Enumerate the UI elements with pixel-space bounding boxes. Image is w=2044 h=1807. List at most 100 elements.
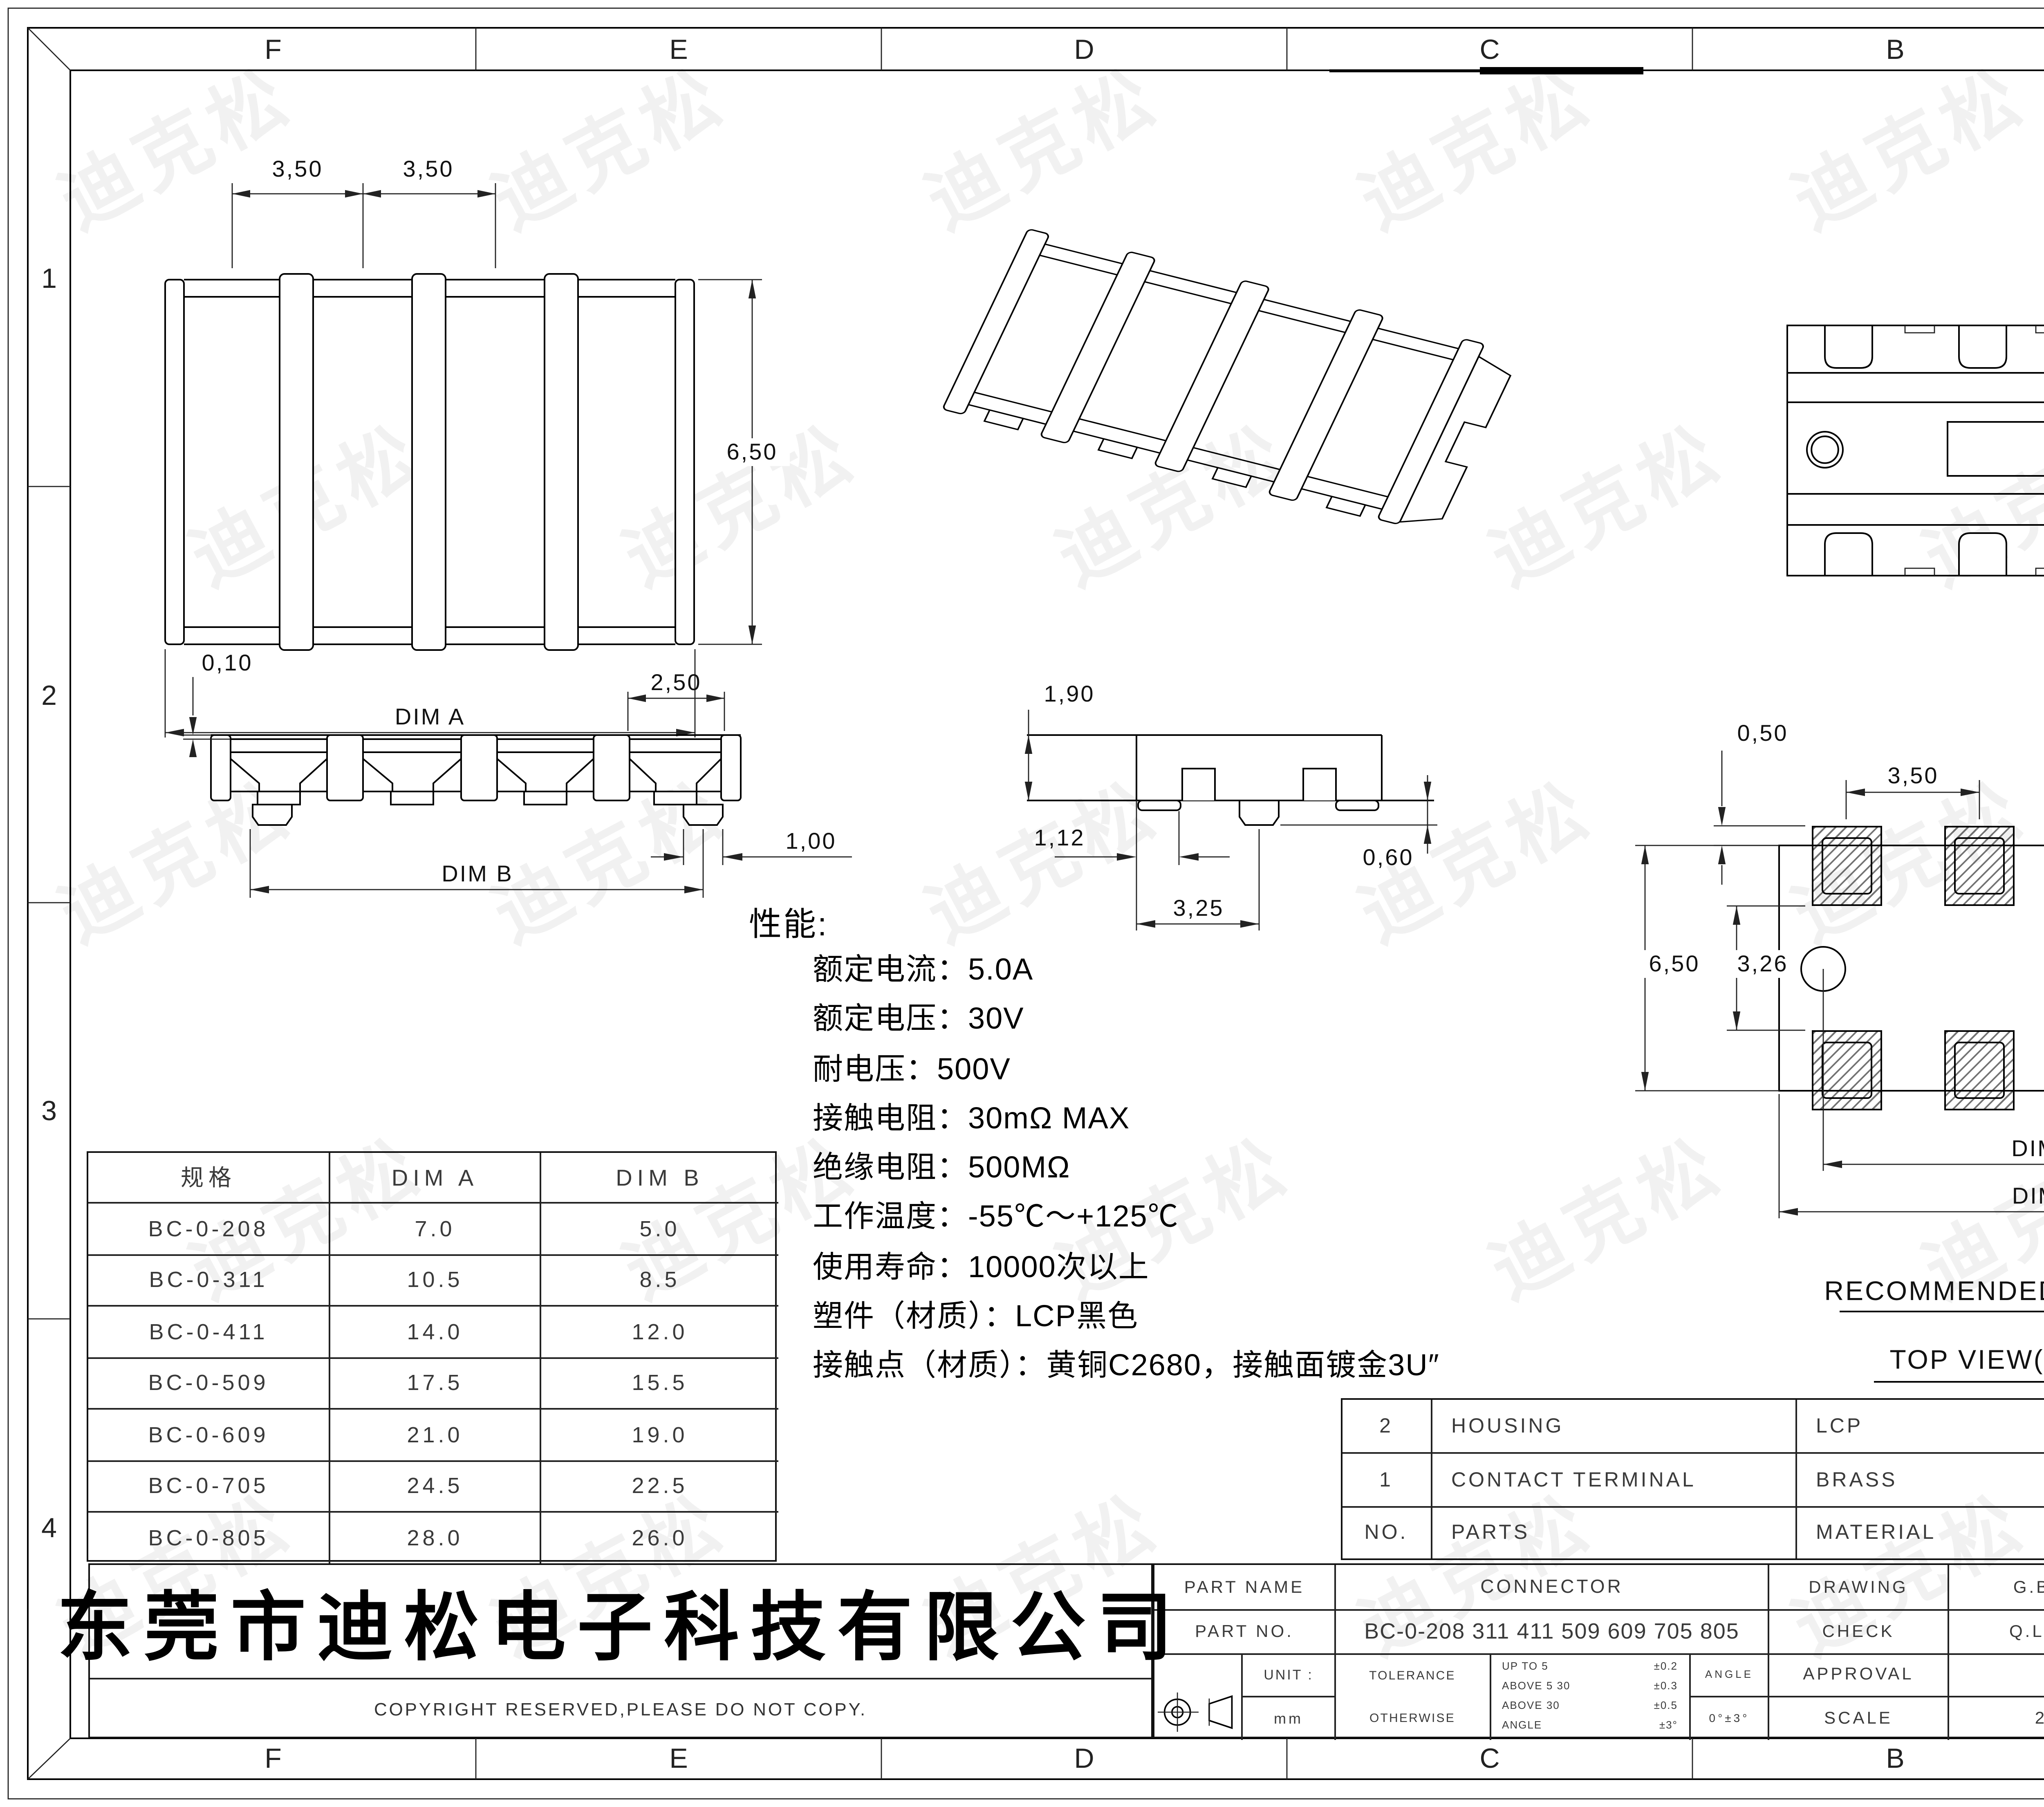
- company-name: 东莞市迪松电子科技有限公司: [57, 1584, 1184, 1669]
- zone-col-label: C: [1479, 1743, 1499, 1774]
- company-block: 东莞市迪松电子科技有限公司 COPYRIGHT RESERVED,PLEASE …: [57, 1563, 1184, 1738]
- table-cell: 24.5: [330, 1460, 541, 1511]
- zone-col-label: E: [669, 1743, 688, 1774]
- table-cell: HOUSING: [1432, 1400, 1796, 1453]
- title-block-label: CHECK: [1768, 1609, 1948, 1652]
- table-cell: 5.0: [541, 1202, 778, 1253]
- dim-label: 3,50: [1888, 762, 1939, 788]
- zone-col-label: B: [1886, 1743, 1904, 1774]
- spec-item: 耐电压：500V: [813, 1051, 1011, 1085]
- tol-value: ±0.2: [1654, 1661, 1678, 1673]
- title-block-label: PART NAME: [1184, 1577, 1305, 1597]
- approval-value: [1948, 1652, 2044, 1696]
- zone-col-label: F: [264, 34, 282, 65]
- tol-range: UP TO 5: [1502, 1661, 1549, 1673]
- table-cell: 17.5: [330, 1356, 541, 1408]
- unit-value: mm: [1241, 1696, 1334, 1740]
- spec-item: 接触电阻：30mΩ MAX: [813, 1100, 1130, 1135]
- dim-label: 6,50: [727, 439, 778, 464]
- copyright-notice: COPYRIGHT RESERVED,PLEASE DO NOT COPY.: [90, 1678, 1151, 1742]
- tol-range: ABOVE 5 30: [1502, 1681, 1571, 1693]
- table-cell: 28.0: [330, 1511, 541, 1563]
- unit-label: UNIT :: [1241, 1652, 1334, 1696]
- dim-label: 0,60: [1363, 844, 1414, 870]
- dim-label: 3,50: [403, 156, 454, 182]
- pcb-layout-view: 0,50 3,50 1,90 2,12 6,50 3,26 Ø: [1635, 720, 2044, 1383]
- table-cell: 7.0: [330, 1202, 541, 1253]
- size-table: 规格 DIM A DIM B BC-0-208 7.0 5.0 BC-0-311…: [87, 1151, 778, 1563]
- drawing-author: G.B.Wu: [1948, 1565, 2044, 1609]
- table-cell: BC-0-411: [88, 1305, 330, 1356]
- tolerance-values-cell: UP TO 5±0.2 ABOVE 5 30±0.3 ABOVE 30±0.5 …: [1489, 1652, 1689, 1740]
- table-cell: BC-0-705: [88, 1460, 330, 1511]
- zone-col-label: B: [1886, 34, 1904, 65]
- table-cell: BC-0-805: [88, 1511, 330, 1563]
- zone-row-label: 3: [41, 1095, 57, 1126]
- dim-label: 3,50: [272, 156, 323, 182]
- table-cell: LCP: [1796, 1400, 2044, 1453]
- tol-value: ±3°: [1659, 1721, 1678, 1733]
- zone-col-label: D: [1074, 34, 1094, 65]
- zone-col-label: C: [1479, 34, 1499, 65]
- table-cell: 22.5: [541, 1460, 778, 1511]
- tolerance-row: ABOVE 30 ±0.5: [1502, 1701, 1678, 1713]
- table-cell: 2: [1342, 1400, 1432, 1453]
- spec-item: 额定电流：5.0A: [813, 952, 1034, 986]
- angle-label: ANGLE: [1689, 1652, 1768, 1696]
- table-cell: BC-0-509: [88, 1356, 330, 1408]
- front-view: 3,50 3,50 6,50 DIM A: [164, 156, 790, 738]
- table-cell: BC-0-208: [88, 1202, 330, 1253]
- dim-label: DIM A: [395, 704, 465, 729]
- tolerance-row: UP TO 5 ±0.2: [1502, 1661, 1678, 1673]
- otherwise-label: OTHERWISE: [1369, 1711, 1455, 1726]
- dim-label: 6,50: [1649, 951, 1700, 976]
- dim-label: 1,12: [1034, 825, 1085, 850]
- pcb-layout-title: RECOMMENDED PCB LAYOUT: [1824, 1276, 2044, 1306]
- title-block-label: SCALE: [1768, 1696, 1948, 1740]
- tolerance-row: ABOVE 5 30±0.3: [1502, 1681, 1678, 1693]
- projection-symbol-cell: [1154, 1652, 1241, 1740]
- dim-label: 2,50: [651, 669, 702, 695]
- part-name-value: CONNECTOR: [1334, 1565, 1768, 1609]
- tol-value: ±0.5: [1654, 1701, 1678, 1713]
- zone-col-label: F: [264, 1743, 282, 1774]
- side-view: 0,10 2,50 1,00 DIM B: [183, 650, 852, 898]
- zone-col-label: D: [1074, 1743, 1094, 1774]
- title-block-label: APPROVAL: [1768, 1652, 1948, 1696]
- angle-value: 0°±3°: [1689, 1696, 1768, 1740]
- sheet-frame: F E D C B A F E D C B A 1 2 3 4 1 2 3 4: [7, 7, 2044, 1800]
- part-no-value: BC-0-208 311 411 509 609 705 805: [1334, 1609, 1768, 1652]
- tol-range: ABOVE 30: [1502, 1701, 1560, 1713]
- tolerance-label: TOLERANCE: [1369, 1668, 1456, 1683]
- dim-label: 3,26: [1737, 951, 1788, 976]
- table-cell: 8.5: [541, 1253, 778, 1305]
- dim-label: 3,25: [1173, 895, 1224, 921]
- spec-item: 绝缘电阻：500MΩ: [813, 1150, 1071, 1184]
- spec-item: 接触点（材质）：黄铜C2680，接触面镀金3U″: [813, 1348, 1440, 1383]
- table-cell: 14.0: [330, 1305, 541, 1356]
- spec-item: 额定电压：30V: [813, 1001, 1024, 1036]
- title-block: PART NAME CONNECTOR DRAWING G.B.Wu DWG.N…: [1153, 1563, 2044, 1740]
- dim-label: 0,50: [1737, 720, 1788, 746]
- table-cell: BC-0-311: [88, 1253, 330, 1305]
- table-cell: 1: [1342, 1453, 1432, 1506]
- table-cell: BRASS: [1796, 1453, 2044, 1505]
- dim-label: 1,90: [1044, 681, 1095, 706]
- dim-label: DIM B: [442, 861, 513, 886]
- dim-label: DIM B: [2011, 1135, 2044, 1161]
- performance-specs: 性能: 额定电流：5.0A 额定电压：30V 耐电压：500V 接触电阻：30m…: [749, 898, 1440, 1391]
- size-table-header: DIM B: [616, 1164, 704, 1190]
- isometric-view: [943, 229, 1512, 524]
- spec-item: 使用寿命：10000次以上: [813, 1249, 1150, 1284]
- pcb-layout-subtitle: TOP VIEW(.XX±0.05): [1889, 1344, 2044, 1374]
- table-cell: 10.5: [330, 1253, 541, 1305]
- table-cell: 26.0: [541, 1511, 778, 1563]
- zone-row-label: 2: [41, 680, 57, 711]
- zone-revision-mark: [1480, 67, 1643, 74]
- tol-range: ANGLE: [1502, 1721, 1542, 1733]
- dim-label: 0,10: [202, 650, 253, 675]
- pcb-pad: [1943, 826, 2014, 906]
- table-header: PARTS: [1432, 1505, 1796, 1558]
- spec-item: 工作温度：-55℃～+125℃: [813, 1199, 1179, 1234]
- table-cell: 12.0: [541, 1305, 778, 1356]
